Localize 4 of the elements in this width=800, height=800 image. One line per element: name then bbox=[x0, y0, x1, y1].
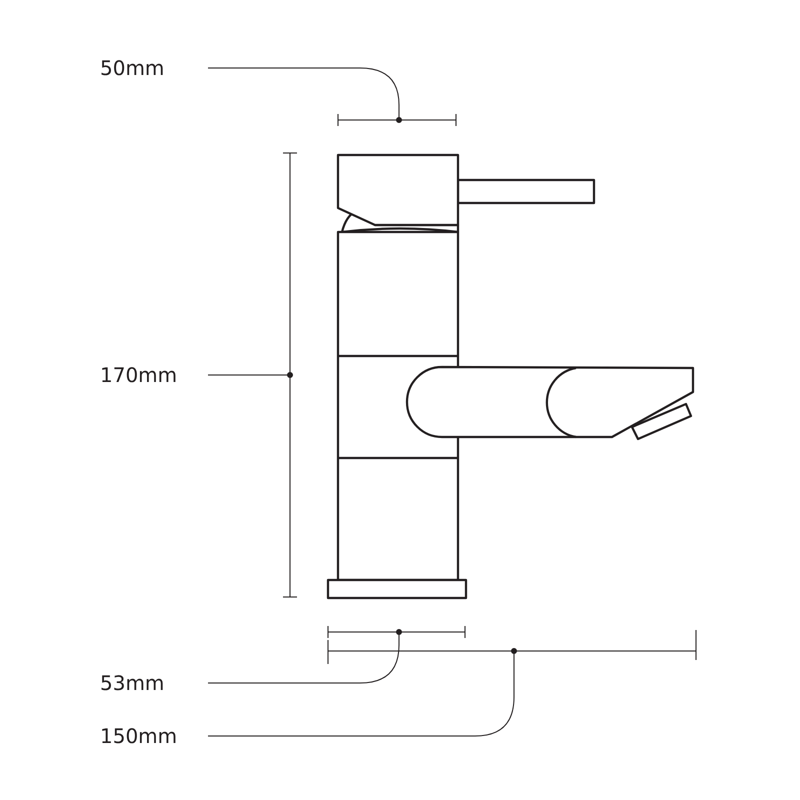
dimension-label: 50mm bbox=[100, 56, 164, 80]
dimension-label: 150mm bbox=[100, 724, 178, 748]
dimension-label: 53mm bbox=[100, 671, 164, 695]
dimension-label: 170mm bbox=[100, 363, 178, 387]
